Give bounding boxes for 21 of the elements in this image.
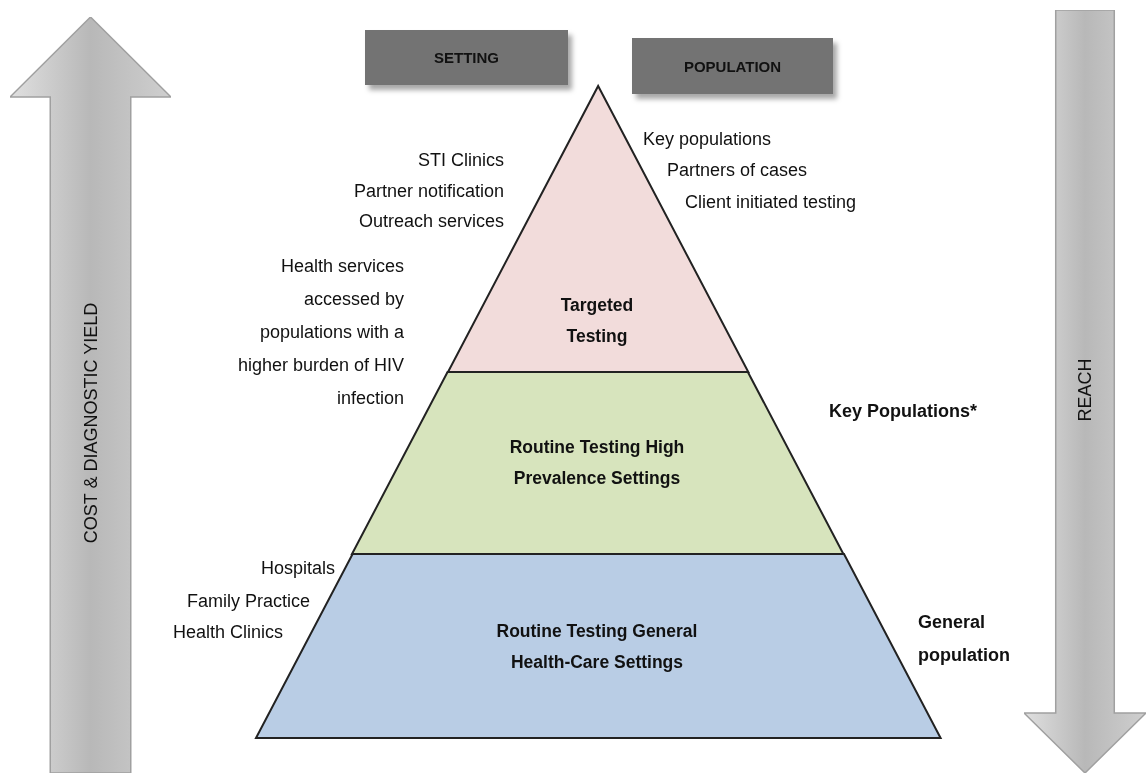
arrow-label: REACH	[1074, 358, 1096, 422]
tier-label: Routine Testing High Prevalence Settings	[508, 436, 686, 490]
arrow-label: COST & DIAGNOSTIC YIELD	[80, 302, 101, 544]
tier-label: Targeted Testing	[559, 294, 635, 348]
header-label: POPULATION	[683, 57, 782, 75]
side-label: Hospitals	[260, 557, 335, 580]
side-label: Health services accessed by populations with a higher burden of HIV infection	[236, 255, 404, 410]
tier-label: Routine Testing General Health-Care Settings	[495, 620, 699, 674]
header-label: SETTING	[434, 49, 499, 66]
header-box	[632, 38, 833, 94]
side-label: General population	[918, 611, 1011, 667]
side-label: Health Clinics	[172, 621, 283, 644]
side-label: Key Populations*	[829, 400, 978, 423]
side-label: Outreach services	[358, 210, 504, 233]
header-box	[365, 30, 568, 85]
side-label: Client initiated testing	[685, 191, 857, 214]
side-label: Family Practice	[186, 590, 310, 613]
side-label: STI Clinics	[418, 149, 504, 172]
side-label: Partners of cases	[667, 159, 808, 182]
side-label: Partner notification	[353, 180, 504, 203]
side-label: Key populations	[643, 128, 772, 151]
